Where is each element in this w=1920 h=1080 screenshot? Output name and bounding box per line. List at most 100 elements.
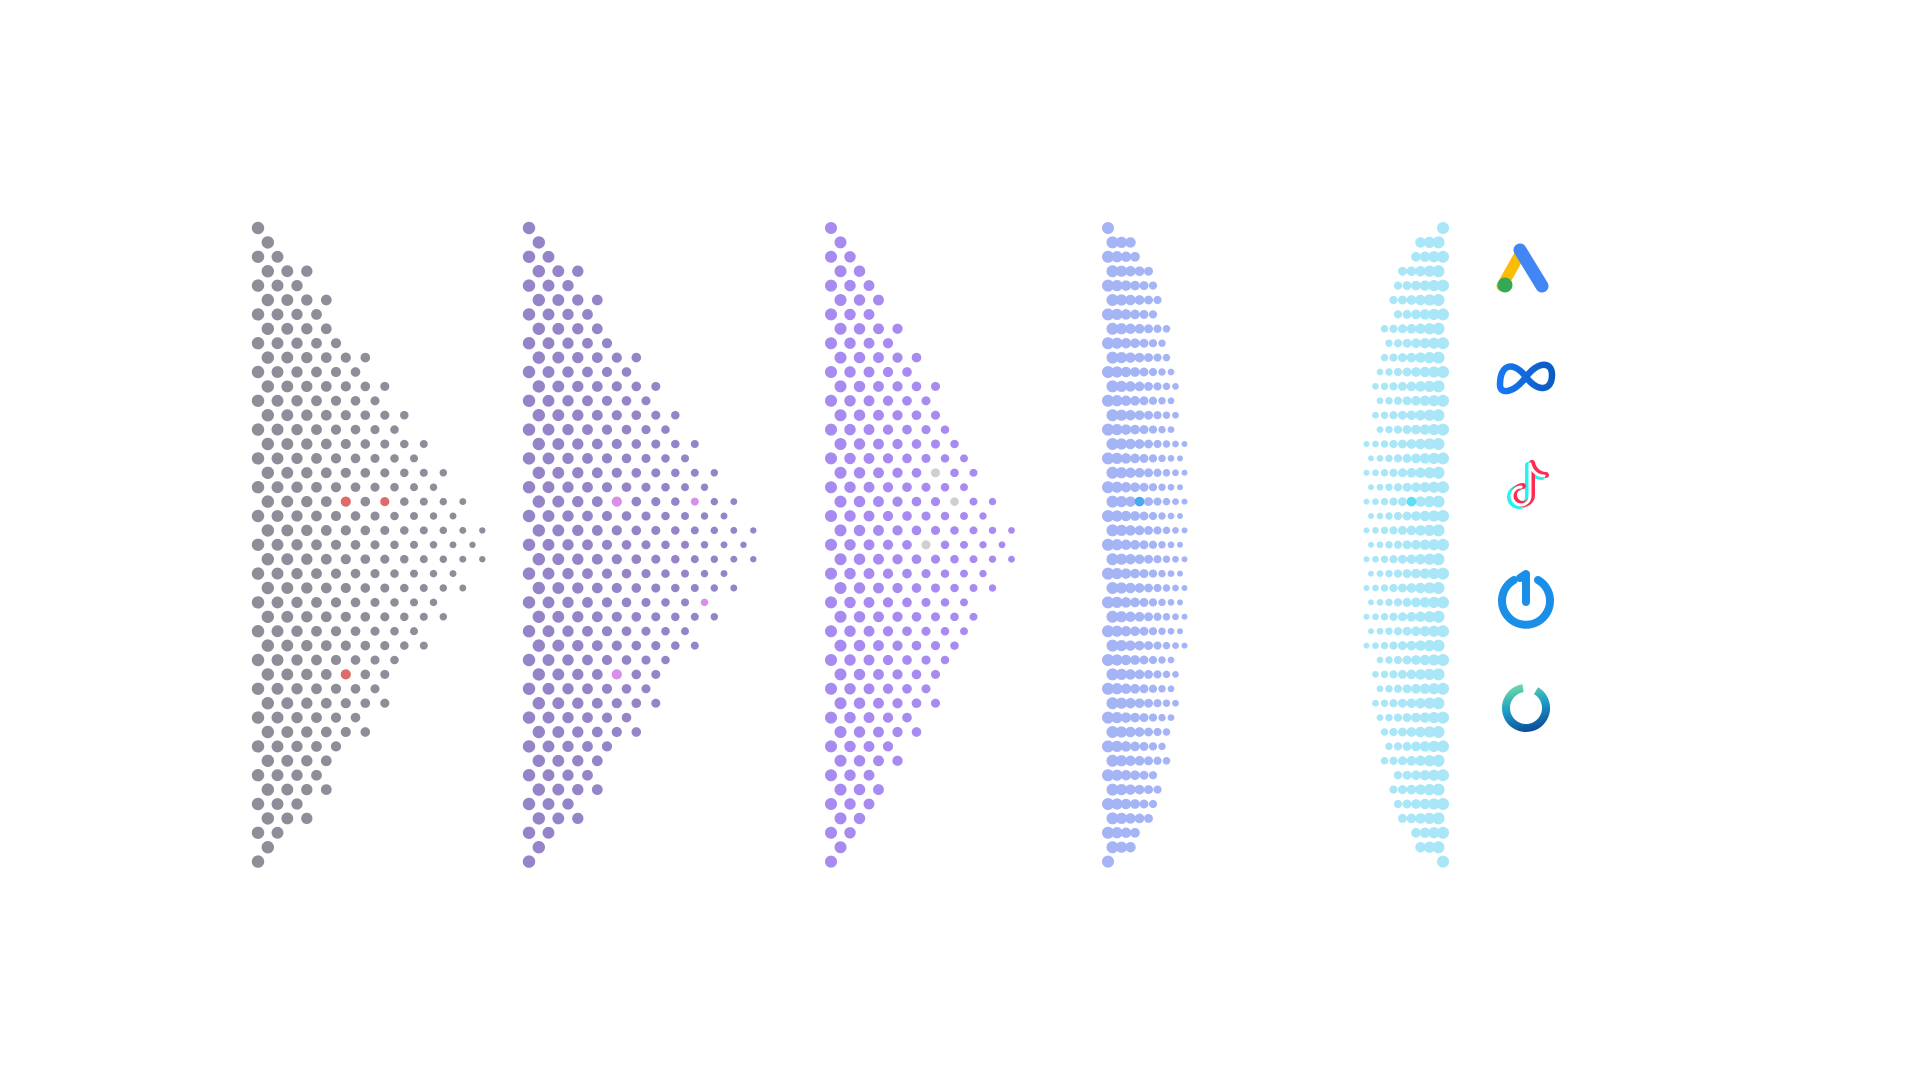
dot [1415, 467, 1426, 479]
dot [1389, 353, 1398, 362]
dot [350, 511, 361, 521]
dot [251, 682, 265, 695]
dot [1428, 683, 1440, 695]
dot [825, 682, 837, 695]
dot [1139, 309, 1149, 319]
dot [853, 409, 866, 421]
dot [582, 539, 593, 551]
dot [1134, 554, 1145, 565]
dot [1111, 337, 1123, 349]
dot [271, 423, 284, 436]
dot [690, 439, 699, 449]
dot [1423, 755, 1436, 767]
dot [1148, 771, 1158, 780]
dot [1363, 585, 1370, 591]
dot [1153, 756, 1162, 765]
dot [1158, 569, 1166, 578]
dot [1134, 439, 1145, 449]
dot [532, 265, 545, 278]
dot [1111, 827, 1123, 839]
dot [1372, 584, 1379, 592]
dot [320, 582, 332, 594]
dot [1402, 453, 1412, 463]
dot [1158, 713, 1166, 722]
dot [1437, 798, 1449, 810]
dot [311, 712, 322, 723]
dot [1120, 366, 1132, 378]
dot [439, 613, 448, 621]
dot [1144, 324, 1153, 334]
dot [1428, 510, 1440, 522]
dot [1411, 655, 1421, 665]
dot [1415, 784, 1426, 795]
dot [911, 381, 922, 392]
dot [1125, 640, 1136, 651]
dot [291, 567, 303, 580]
dot [834, 553, 847, 566]
dot [281, 639, 294, 652]
dot [591, 640, 603, 651]
dot [1402, 309, 1412, 319]
dot [1144, 353, 1153, 363]
dot [429, 598, 438, 607]
dot [1102, 826, 1114, 839]
dot [1167, 570, 1175, 577]
dot [1398, 295, 1407, 305]
dot [350, 453, 361, 464]
dot [251, 250, 265, 263]
dot [825, 855, 837, 868]
dot [582, 395, 593, 407]
dot [562, 798, 574, 810]
dot [1148, 742, 1158, 751]
dot [671, 612, 680, 622]
dot [1402, 597, 1412, 607]
dot [1144, 381, 1153, 391]
dot [1428, 423, 1440, 436]
dot [834, 754, 847, 767]
dot [1376, 656, 1384, 664]
dot [1106, 380, 1119, 393]
dot [261, 668, 274, 681]
dot [825, 250, 837, 263]
dot [1398, 497, 1407, 507]
dot [370, 684, 380, 694]
dot [1162, 757, 1171, 765]
dot [853, 265, 866, 277]
dot [1376, 627, 1384, 635]
dot [591, 467, 603, 479]
dot [1148, 627, 1158, 636]
dot [1172, 527, 1179, 534]
dot [532, 293, 545, 307]
dot [281, 265, 294, 278]
dot [291, 711, 303, 724]
dot [340, 698, 351, 709]
dot [1428, 798, 1440, 810]
dot [1423, 236, 1436, 249]
dot [1167, 714, 1175, 721]
dot [690, 583, 699, 593]
dot [979, 569, 987, 578]
dot [261, 639, 274, 652]
dot [459, 498, 467, 506]
dot [261, 495, 274, 508]
dot [1172, 440, 1179, 448]
dot [1428, 395, 1440, 407]
dot [1144, 468, 1153, 478]
dot [1158, 627, 1166, 635]
dot [1398, 324, 1407, 334]
dot [572, 495, 584, 508]
dot [1162, 555, 1171, 563]
dot [1437, 654, 1449, 666]
dot [1167, 656, 1175, 664]
dot [1432, 265, 1445, 278]
dot [680, 511, 690, 521]
dot [261, 841, 274, 854]
dot [651, 641, 661, 651]
dot [1385, 483, 1393, 491]
dot [1428, 567, 1440, 580]
dot [311, 683, 322, 695]
dot [1153, 295, 1162, 305]
dot [651, 410, 661, 420]
dot [271, 481, 284, 494]
